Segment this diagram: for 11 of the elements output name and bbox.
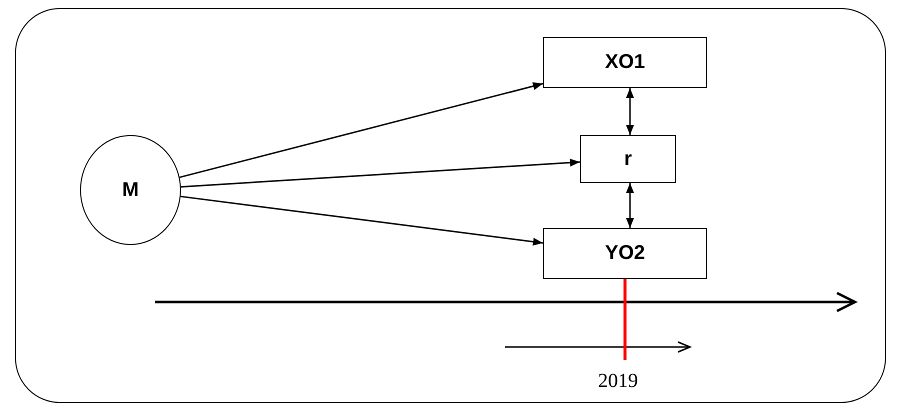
year-label: 2019 (598, 370, 638, 393)
arrow (180, 158, 580, 188)
connector-line (624, 279, 626, 360)
arrow (180, 196, 544, 246)
arrow (626, 183, 634, 228)
arrow (626, 88, 634, 135)
process-box: r (580, 135, 676, 183)
process-box: XO1 (543, 37, 707, 88)
arrow (179, 82, 544, 178)
circle-node: M (80, 135, 181, 245)
process-box: YO2 (543, 228, 707, 279)
